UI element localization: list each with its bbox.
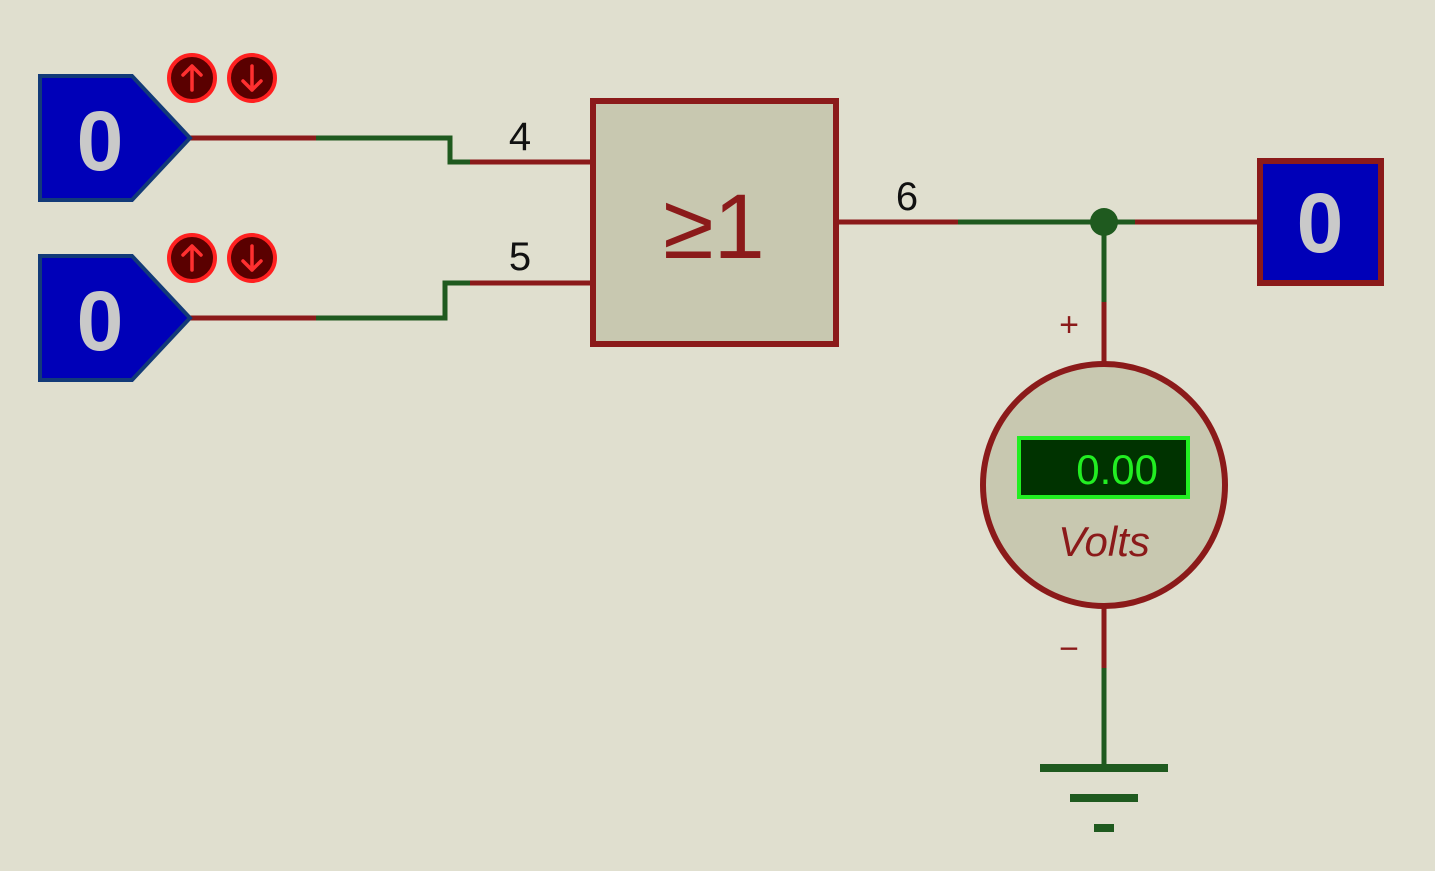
wire-input-b: [190, 280, 592, 321]
pin-label-5: 5: [509, 235, 531, 279]
arrow-down-icon: [241, 64, 263, 92]
ground-symbol: [1040, 764, 1168, 832]
logic-input-probe-b[interactable]: 0: [38, 254, 193, 382]
voltmeter-reading: 0.00: [1076, 446, 1158, 493]
voltmeter-unit: Volts: [1058, 518, 1150, 565]
voltmeter-plus-sign: +: [1059, 306, 1079, 344]
arrow-down-icon: [241, 244, 263, 272]
or-gate[interactable]: ≥1: [590, 98, 839, 347]
dc-voltmeter[interactable]: 0.00 Volts: [980, 361, 1228, 609]
junction-dot: [1090, 208, 1118, 236]
logic-input-probe-a[interactable]: 0: [38, 74, 193, 202]
wire-input-a: [190, 135, 592, 165]
gate-symbol: ≥1: [663, 176, 765, 278]
input-a-down-button[interactable]: [227, 53, 277, 103]
input-a-value: 0: [77, 94, 124, 188]
input-b-down-button[interactable]: [227, 233, 277, 283]
input-b-value: 0: [77, 274, 124, 368]
pin-label-6: 6: [896, 175, 918, 219]
input-b-up-button[interactable]: [167, 233, 217, 283]
input-a-up-button[interactable]: [167, 53, 217, 103]
arrow-up-icon: [181, 244, 203, 272]
pin-label-4: 4: [509, 115, 531, 159]
output-value: 0: [1297, 176, 1344, 270]
logic-output-probe[interactable]: 0: [1257, 158, 1384, 286]
arrow-up-icon: [181, 64, 203, 92]
voltmeter-display: [1017, 436, 1190, 499]
voltmeter-minus-sign: −: [1059, 630, 1079, 668]
